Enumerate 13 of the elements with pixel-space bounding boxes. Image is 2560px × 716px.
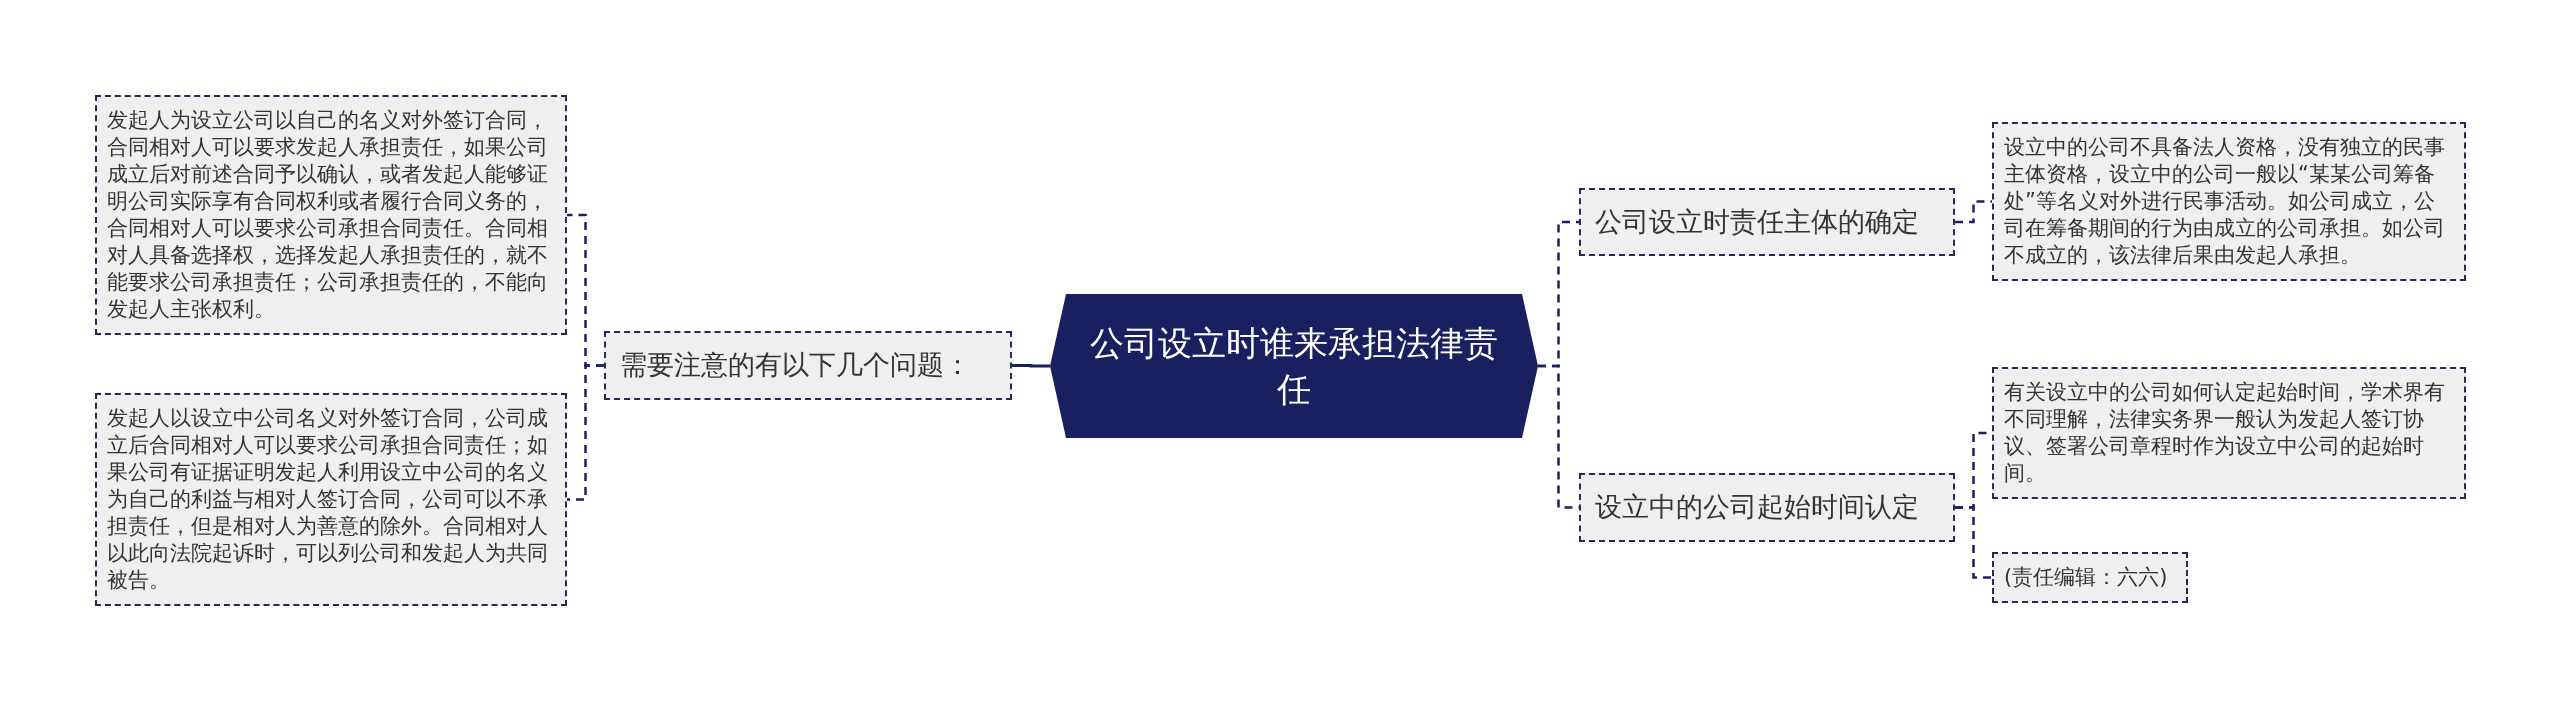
connector — [1955, 506, 1992, 579]
connector — [1012, 364, 1050, 368]
note-box: 发起人为设立公司以自己的名义对外签订合同，合同相对人可以要求发起人承担责任，如果公司成立后对前述合同予以确认，或者发起人能够证明公司实际享有合同权利或者履行合同义务的，合同相对人可以要求公司承担合同责任。合同相对人具备选择权，选择发起人承担责任的，就不能要求公司承担责任；公司承担责任的，不能向发起人主张权利。 — [95, 95, 567, 335]
note-box: 设立中的公司不具备法人资格，没有独立的民事主体资格，设立中的公司一般以“某某公司筹备处”等名义对外进行民事活动。如公司成立，公司在筹备期间的行为由成立的公司承担。如公司不成立的，该法律后果由发起人承担。 — [1992, 122, 2466, 281]
topic-box: 设立中的公司起始时间认定 — [1579, 473, 1955, 542]
note-box: (责任编辑：六六) — [1992, 552, 2188, 603]
topic-hexagon: 公司设立时谁来承担法律责任 — [1050, 294, 1538, 438]
topic-box: 需要注意的有以下几个问题： — [604, 331, 1012, 400]
connector — [567, 364, 604, 501]
topic-box: 公司设立时责任主体的确定 — [1579, 188, 1955, 256]
connector — [1955, 200, 1992, 224]
note-box: 有关设立中的公司如何认定起始时间，学术界有不同理解，法律实务界一般认为发起人签订协议、签署公司章程时作为设立中公司的起始时间。 — [1992, 367, 2466, 499]
note-box: 发起人以设立中公司名义对外签订合同，公司成立后合同相对人可以要求公司承担合同责任；如果公司有证据证明发起人利用设立中公司的名义为自己的利益与相对人签订合同，公司可以不承担责任，但是相对人为善意的除外。合同相对人以此向法院起诉时，可以列公司和发起人为共同被告。 — [95, 393, 567, 606]
